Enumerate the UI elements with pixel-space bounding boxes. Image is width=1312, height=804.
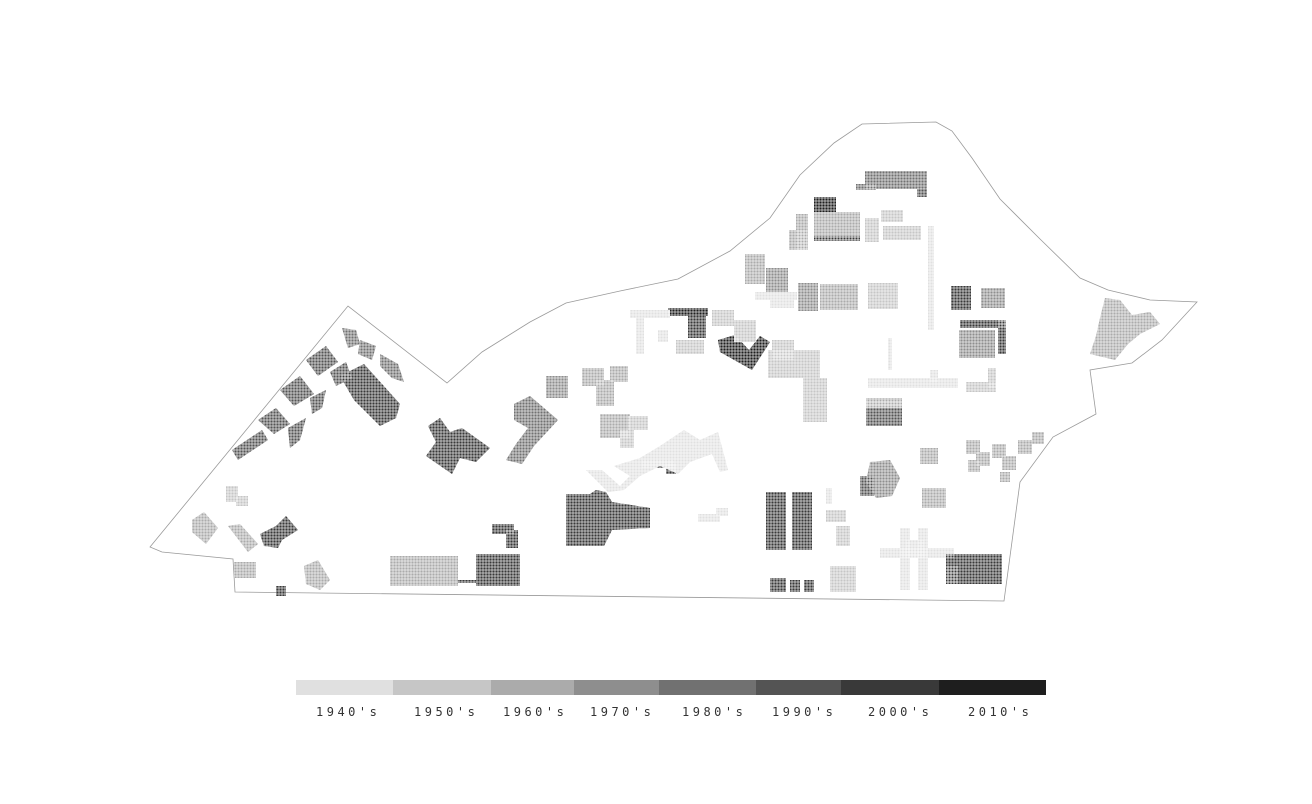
legend-label: 1980's [682,705,747,719]
legend-swatch [756,680,841,695]
building [880,528,954,590]
legend-swatch [393,680,491,695]
legend-label: 1950's [414,705,479,719]
legend-swatch [296,680,393,695]
legend-label: 2010's [968,705,1033,719]
legend-color-scale [296,680,1046,695]
legend-label: 1960's [503,705,568,719]
legend-label: 1990's [772,705,837,719]
legend-label: 1970's [590,705,655,719]
legend-swatch [841,680,939,695]
legend-swatch [574,680,659,695]
legend-swatch [491,680,574,695]
buildings-layer [192,171,1160,596]
legend-swatch [659,680,756,695]
building-grid-texture [192,171,1160,596]
legend-labels: 1940's 1950's 1960's 1970's 1980's 1990's 2000… [296,705,1046,723]
site-boundary [149,121,1198,602]
legend-label: 1940's [316,705,381,719]
legend-label: 2000's [868,705,933,719]
legend-swatch [939,680,1046,695]
